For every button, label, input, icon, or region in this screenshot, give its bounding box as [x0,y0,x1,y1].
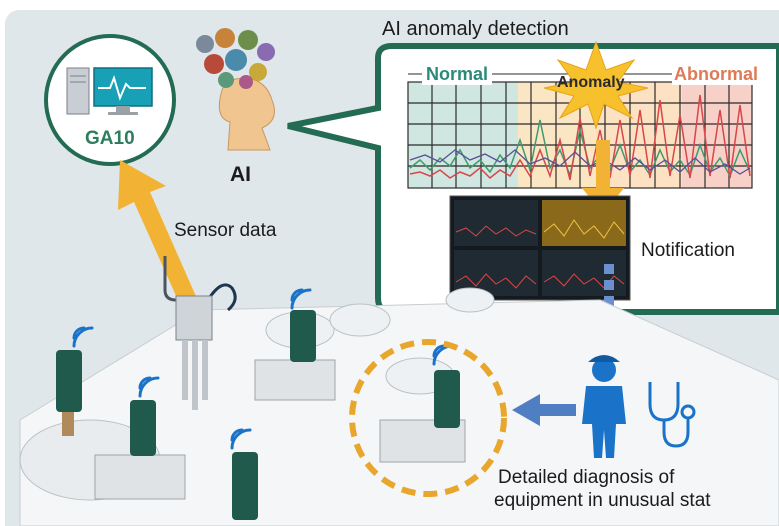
diagnosis-line-1: Detailed diagnosis of [498,467,675,488]
stethoscope-icon [648,382,696,448]
anomaly-label: Anomaly [557,74,625,91]
ga10-label: GA10 [85,128,135,149]
signal-trace-green [409,119,751,178]
monitor-icon [66,67,153,115]
abnormal-label: Abnormal [672,64,761,85]
vibration-sensors [56,310,460,520]
signal-trace-red [409,94,751,181]
notification-screens [449,195,631,301]
gateway-device [163,256,237,410]
anomaly-burst-icon [543,40,649,130]
chart-title: AI anomaly detection [382,18,569,40]
signal-trace-purple [409,149,751,175]
anomaly-chart [407,73,753,189]
diagnosis-arrow [512,394,576,426]
unusual-equipment-highlight [349,339,507,497]
diagnosis-line-2: equipment in unusual stat [494,490,711,511]
ai-head-icon [196,28,275,151]
ai-label: AI [230,163,251,186]
normal-label: Normal [422,64,493,85]
notification-label: Notification [641,240,735,261]
person-icon [582,355,626,458]
sensor-data-arrow [118,160,202,318]
sensor-data-label: Sensor data [174,220,277,241]
